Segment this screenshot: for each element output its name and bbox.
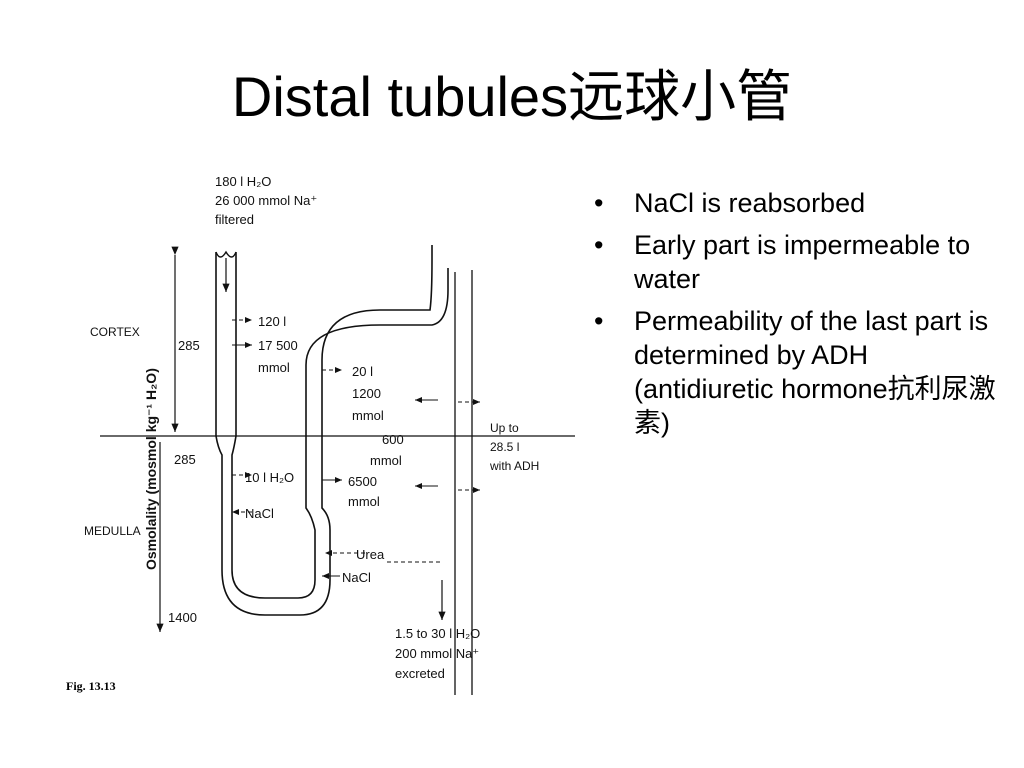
bullet-marker: • <box>594 188 604 218</box>
proximal-line-2: 17 500 <box>258 338 298 353</box>
adh-line-2: 28.5 l <box>490 440 519 454</box>
urea-label: Urea <box>356 547 385 562</box>
filtered-line-1: 180 l H₂O <box>215 174 271 189</box>
filtered-line-3: filtered <box>215 212 254 227</box>
nephron-diagram-svg: 180 l H₂O 26 000 mmol Na⁺ filtered CORTE… <box>66 174 575 695</box>
loop-water-label: 10 l H₂O <box>245 470 294 485</box>
proximal-line-1: 120 l <box>258 314 286 329</box>
osm-boundary-value: 285 <box>174 452 196 467</box>
distal2-line-1: 6500 <box>348 474 377 489</box>
bullet-item: • Early part is impermeable to water <box>590 228 1010 296</box>
nephron-diagram: 180 l H₂O 26 000 mmol Na⁺ filtered CORTE… <box>60 150 590 695</box>
tubule-outer-wall <box>215 245 433 616</box>
loop-nacl-label: NaCl <box>245 506 274 521</box>
proximal-line-3: mmol <box>258 360 290 375</box>
osm-bottom-value: 1400 <box>168 610 197 625</box>
excreted-line-2: 200 mmol Na⁺ <box>395 646 479 661</box>
distal-line-3: mmol <box>352 408 384 423</box>
slide-title: Distal tubules远球小管 <box>231 65 793 128</box>
adh-line-1: Up to <box>490 421 519 435</box>
distal-line-2: 1200 <box>352 386 381 401</box>
filtered-line-2: 26 000 mmol Na⁺ <box>215 193 317 208</box>
distal-line-1: 20 l <box>352 364 373 379</box>
bullet-text: NaCl is reabsorbed <box>634 188 866 218</box>
excreted-line-3: excreted <box>395 666 445 681</box>
distal2-line-2: mmol <box>348 494 380 509</box>
bullet-text: Early part is impermeable to water <box>634 230 971 294</box>
region-medulla: MEDULLA <box>84 524 141 538</box>
nacl-asc-label: NaCl <box>342 570 371 585</box>
osm-cortex-value: 285 <box>178 338 200 353</box>
osmolality-axis-label: Osmolality (mosmol kg⁻¹ H₂O) <box>143 368 159 570</box>
bullet-item: • NaCl is reabsorbed <box>590 186 1010 220</box>
glomerulus-cup <box>215 250 237 258</box>
adh-line-3: with ADH <box>489 459 539 473</box>
bullet-text: Permeability of the last part is determi… <box>634 306 996 438</box>
region-cortex: CORTEX <box>90 325 140 339</box>
bullet-marker: • <box>594 306 604 336</box>
excreted-line-1: 1.5 to 30 l H₂O <box>395 626 480 641</box>
osm-peak-value: 600 <box>382 432 404 447</box>
bullet-marker: • <box>594 230 604 260</box>
bullet-list: • NaCl is reabsorbed • Early part is imper… <box>590 186 1010 448</box>
figure-caption: Fig. 13.13 <box>66 679 116 693</box>
osm-peak-unit: mmol <box>370 453 402 468</box>
bullet-item: • Permeability of the last part is determ… <box>590 304 1010 440</box>
tubule-inner-wall <box>231 252 449 599</box>
